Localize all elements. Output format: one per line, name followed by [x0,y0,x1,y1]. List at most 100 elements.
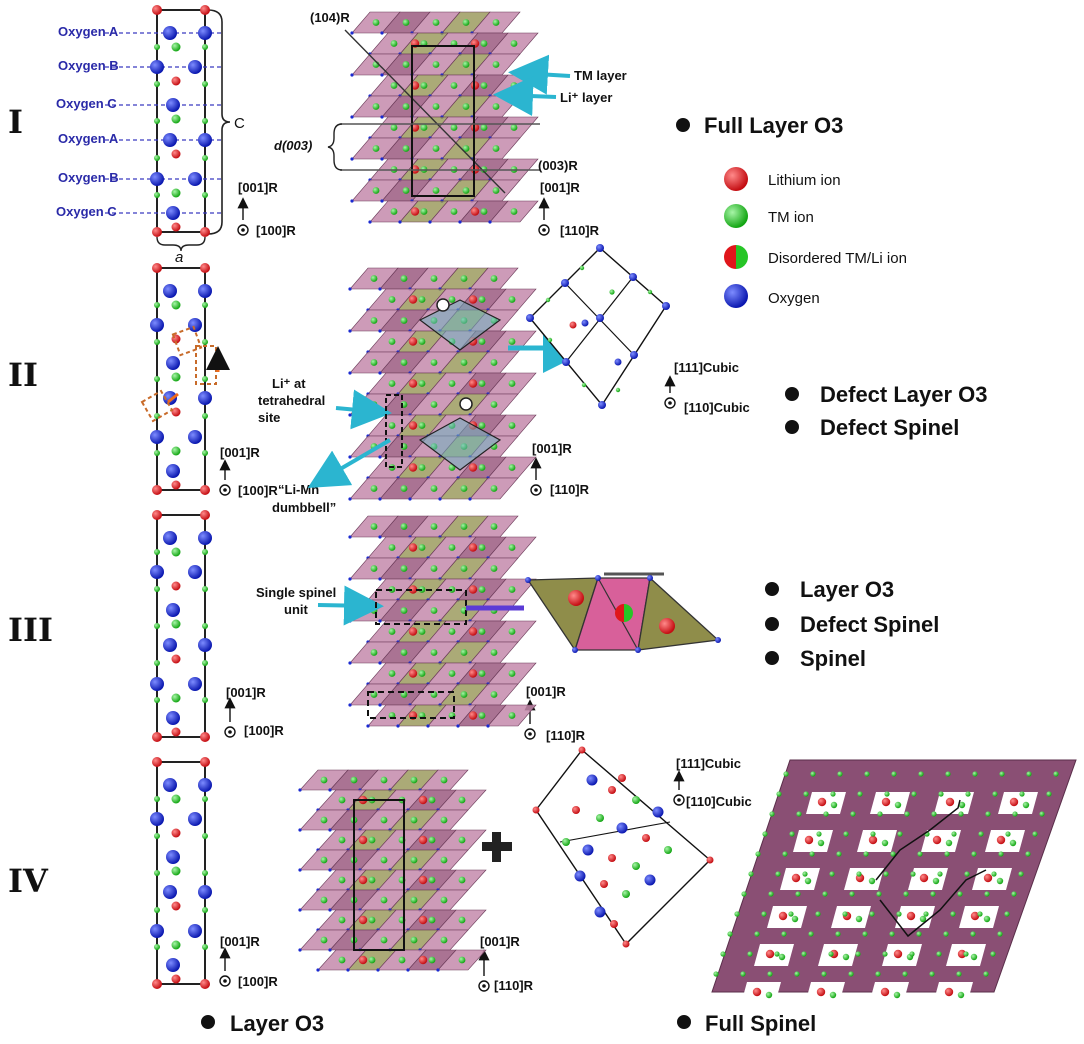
lithium-atom [152,510,162,520]
tm-atom [956,971,962,977]
tm-atom [418,544,426,551]
tm-atom [460,649,468,656]
tm-atom [1046,791,1052,797]
tm-atom [877,811,883,817]
spinel-unit-box-2 [367,691,455,719]
tm-atom [430,359,438,366]
axis-dot [668,401,672,405]
spinel-unit-label-1: Single spinel [256,585,336,600]
left-axis-indicators [219,197,685,992]
tm-atom [388,296,396,303]
tm-atom [778,953,786,961]
oxygen-atom [348,455,352,459]
oxygen-atom [378,371,382,375]
oxygen-atom [644,874,656,886]
axis-circle [219,484,231,496]
tm-atom [1026,771,1032,777]
tm-atom [547,337,553,343]
oxygen-atom [350,157,354,161]
tm-atom [1009,839,1017,847]
row4-cell-outline [353,799,405,951]
tm-atom [1012,811,1018,817]
oxygen-atom [163,778,177,792]
vacancy-site [436,298,450,312]
lithium-atom [171,480,181,490]
tm-atom [171,446,181,456]
tm-atom [478,712,486,719]
axis-110-row4-slab: [110]R [494,978,534,993]
tm-atom [202,192,208,198]
disordered-atom-half [624,604,633,622]
tm-atom [492,145,500,152]
oxygen-atom [428,220,432,224]
tm-atom [430,485,438,492]
tm-atom [801,951,807,957]
tm-atom [370,485,378,492]
spinel-polyhedra-detail [525,572,721,653]
oxygen-atom [630,351,638,359]
lithium-atom [600,880,608,888]
oxygen-atom [348,413,352,417]
tm-atom [478,670,486,677]
tm-atom [390,208,398,215]
tm-atom [171,866,181,876]
oxygen-label-3: Oxygen C [56,96,117,111]
tm-atom [490,275,498,282]
tm-atom [202,81,208,87]
tm-atom [380,896,388,904]
lithium-atom [408,585,418,594]
oxygen-atom [348,287,352,291]
axis-110-row2-slab: [110]R [550,482,590,497]
tm-atom [320,816,328,824]
axis-001-row2: [001]R [220,445,260,460]
tm-atom [727,931,733,937]
row-numeral-4: IV [8,862,49,900]
lithium-atom [408,627,418,636]
tm-atom [388,544,396,551]
lithium-atom [418,875,428,885]
tm-atom [992,791,998,797]
tm-atom [837,771,843,777]
row-numeral-2: II [8,356,38,394]
lithium-atom [152,979,162,989]
tm-atom [945,839,953,847]
spinel-unit-arrow [317,585,384,626]
oxygen-atom [348,661,352,665]
tm-atom [803,791,809,797]
tm-atom [490,359,498,366]
tm-atom [432,19,440,26]
row-numeral-1: I [8,103,23,141]
migration-arrow-2 [167,392,179,404]
oxygen-atom [594,906,606,918]
tm-atom [430,607,438,614]
oxygen-atom [348,497,352,501]
lithium-atom [919,873,929,883]
tm-atom [171,42,181,52]
tm-atom [154,870,160,876]
axis-100-row2: [100]R [238,483,278,498]
lithium-atom [468,463,478,472]
oxygen-atom [408,497,412,501]
lithium-atom [881,797,891,807]
tm-atom [370,275,378,282]
oxygen-atom [198,638,212,652]
spinel-path [879,869,987,938]
lithium-atom [944,987,954,997]
oxygen-atom [662,302,670,310]
tm-atom [202,118,208,124]
tm-atom [398,956,406,964]
tm-atom [372,103,380,110]
axis-110-row3-slab: [110]R [546,728,586,743]
lithium-atom [791,873,801,883]
lithium-atom [418,955,428,965]
oxygen-label-4: Oxygen A [58,131,119,146]
tm-atom [368,876,376,884]
lithium-atom [765,949,775,959]
oxygen-atom [166,356,180,370]
oxygen-atom [526,314,534,322]
lithium-atom [152,485,162,495]
lithium-atom [200,732,210,742]
dumbbell-label-2: dumbbell” [272,500,336,515]
oxygen-atom [163,885,177,899]
tm-atom [440,776,448,784]
